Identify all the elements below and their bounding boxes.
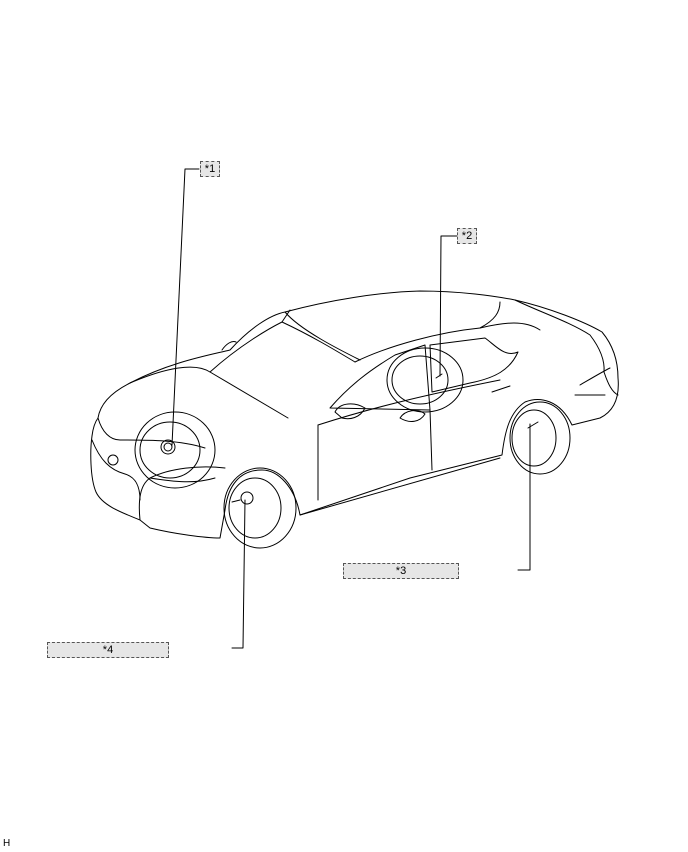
rear-right-wheel [386, 347, 464, 413]
callout-2: *2 [457, 228, 477, 244]
callout-4: *4 [47, 642, 169, 658]
leader-lines [171, 168, 531, 649]
car-body [90, 290, 619, 539]
corner-code: H [3, 838, 11, 849]
front-left-wheel [223, 467, 297, 549]
rear-left-wheel [509, 401, 571, 475]
callout-1: *1 [200, 161, 220, 177]
front-right-wheel [134, 411, 216, 489]
callout-3: *3 [343, 563, 459, 579]
